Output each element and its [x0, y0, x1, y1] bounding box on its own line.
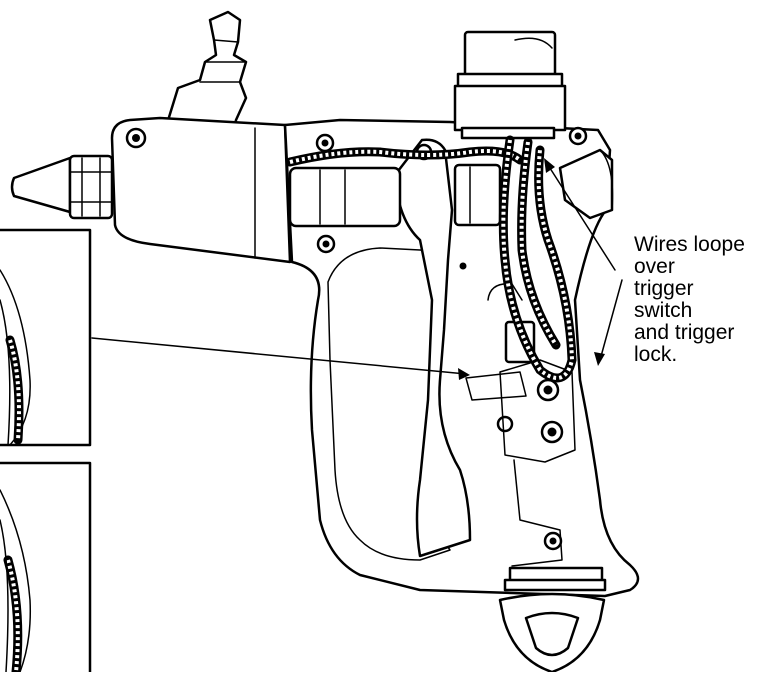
bottom-cap — [498, 566, 607, 674]
callout-line: trigger — [634, 277, 694, 300]
nozzle — [10, 154, 114, 220]
top-connector — [453, 30, 567, 140]
heater-block — [110, 116, 292, 264]
callout-line: over — [634, 255, 675, 278]
leader-lines — [91, 158, 623, 380]
rear-switch — [558, 148, 614, 220]
wire-routing-callout: Wires loope over trigger switch and trig… — [634, 234, 745, 366]
inset-frame-lower — [0, 461, 92, 677]
wire-harness — [285, 135, 577, 383]
callout-line: switch — [634, 299, 693, 322]
callout-line: lock. — [634, 343, 678, 366]
hose-fitting — [160, 10, 248, 142]
callout-line: Wires loope — [634, 233, 745, 256]
callout-line: and trigger — [634, 321, 735, 344]
inset-frame-upper — [0, 228, 92, 447]
